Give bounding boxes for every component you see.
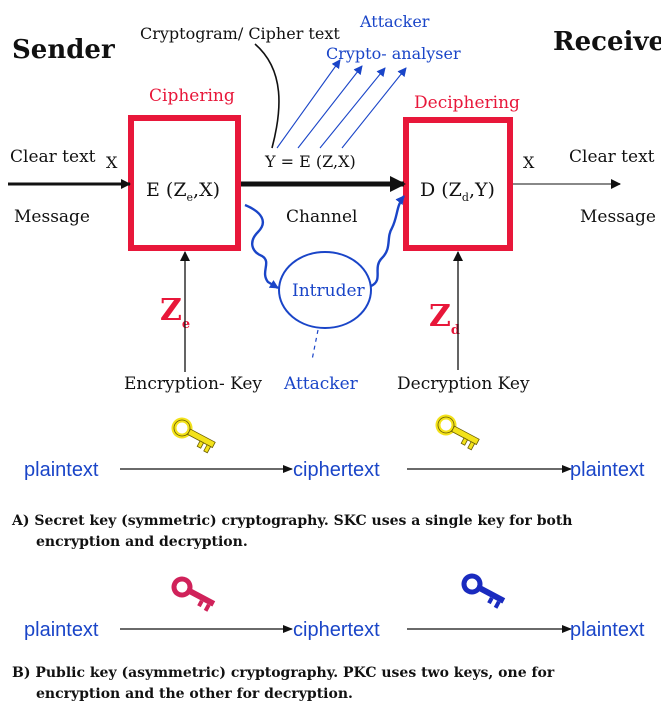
receiver-label: Receiver	[553, 27, 661, 57]
x-left: X	[106, 153, 118, 172]
caption-b-line-1: B) Public key (asymmetric) cryptography.…	[12, 665, 555, 681]
flow-a-plaintext-left: plaintext	[24, 459, 99, 481]
key-icon	[171, 576, 216, 612]
attacker-top-label: Attacker	[359, 12, 430, 31]
decryption-key-label: Decryption Key	[397, 374, 530, 394]
flow-a-plaintext-right: plaintext	[570, 459, 645, 481]
attacker-bottom-label: Attacker	[283, 374, 359, 394]
message-left: Message	[14, 207, 90, 227]
caption-b-line-2: encryption and the other for decryption.	[36, 686, 353, 702]
cryptogram-label: Cryptogram/ Cipher text	[140, 24, 340, 43]
flow-b-plaintext-left: plaintext	[24, 619, 99, 641]
caption-a-line-2: encryption and decryption.	[36, 534, 248, 550]
clear-text-left: Clear text	[10, 147, 96, 167]
y-equation: Y = E (Z,X)	[264, 152, 356, 171]
intrusion-path-out	[370, 195, 405, 288]
flow-b-plaintext-right: plaintext	[570, 619, 645, 641]
encryption-key-label: Encryption- Key	[124, 374, 262, 394]
key-icon	[171, 417, 216, 454]
ciphering-box	[128, 115, 241, 251]
enc-function: E (Ze,X)	[146, 179, 220, 204]
intruder-ellipse	[278, 251, 372, 329]
cryptogram-pointer	[254, 43, 280, 149]
zd-label: Zd	[429, 299, 460, 338]
intruder-label: Intruder	[292, 281, 366, 301]
caption-a: A) Secret key (symmetric) cryptography. …	[12, 511, 652, 553]
channel-label: Channel	[286, 207, 358, 227]
crypto-analyser-label: Crypto- analyser	[326, 44, 461, 63]
clear-text-right: Clear text	[569, 147, 655, 167]
attacker-dashed-line	[311, 329, 319, 361]
message-right: Message	[580, 207, 656, 227]
ciphering-label: Ciphering	[149, 86, 235, 106]
attacker-arrow-1	[276, 59, 341, 149]
deciphering-label: Deciphering	[414, 93, 520, 113]
x-right: X	[523, 153, 535, 172]
flow-b-ciphertext: ciphertext	[293, 619, 380, 641]
attacker-arrow-4	[341, 67, 407, 149]
caption-a-line-1: A) Secret key (symmetric) cryptography. …	[12, 513, 573, 529]
intrusion-path-in	[244, 203, 279, 290]
ze-label: Ze	[160, 293, 190, 332]
dec-function: D (Zd,Y)	[420, 179, 495, 204]
key-icon	[461, 573, 506, 609]
flow-a-ciphertext: ciphertext	[293, 459, 380, 481]
key-icon	[435, 414, 480, 451]
sender-label: Sender	[12, 35, 115, 65]
caption-b: B) Public key (asymmetric) cryptography.…	[12, 663, 652, 705]
attacker-arrow-2	[297, 65, 363, 149]
attacker-arrow-3	[319, 67, 386, 149]
deciphering-box	[403, 117, 513, 251]
